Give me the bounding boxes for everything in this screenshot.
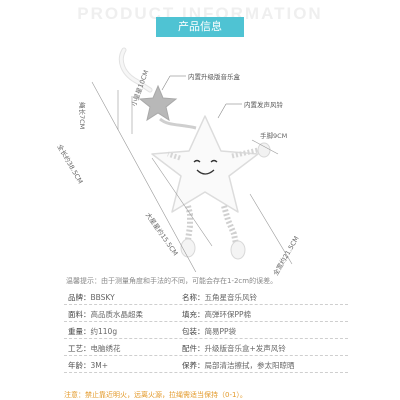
spec-row: 工艺：电脑绣花 配件：升级版音乐盒+发声风铃 [64,339,348,356]
spec-value-age: 3M+ [90,361,109,370]
spec-value-craft: 电脑绣花 [90,344,121,353]
right-leg [221,205,246,260]
spec-row: 重量：约110g 包装：简易PP袋 [64,322,348,339]
spec-key-weight: 重量： [68,327,91,336]
product-illustration: 内置升级版音乐盒 内置发声风铃 绳长7CM 小星星10CM 全长约38.5CM … [0,44,400,277]
spec-value-brand: BBSKY [90,293,115,302]
spec-key-brand: 品牌： [68,293,91,302]
dim-hand-length: 手脚9CM [260,132,288,140]
left-leg [180,205,196,258]
spec-key-filling: 填充： [182,310,205,319]
spec-key-fabric: 面料： [68,310,91,319]
section-header: PRODUCT INFORMATION 产品信息 [0,0,400,44]
spec-key-name: 名称： [182,293,205,302]
measurement-note: 温馨提示：由于测量角度和手法的不同，可能会存在1-2cm的误差。 [66,277,278,285]
big-star-shape [151,115,259,213]
spec-key-care: 保养： [182,361,205,370]
callout-music-box: 内置升级版音乐盒 [188,73,240,81]
spec-value-care: 局部清洁擦拭，参太阳晾晒 [204,361,295,370]
callout-wind-chime: 内置发声风铃 [244,101,283,109]
spec-row: 品牌：BBSKY 名称：五角星音乐风铃 [64,288,348,305]
dim-strap-length: 绳长7CM [78,102,86,130]
spec-row: 面料：高品质水晶超柔 填充：高弹环保PP棉 [64,305,348,322]
spec-value-fabric: 高品质水晶超柔 [90,310,144,319]
spec-value-packaging: 简易PP袋 [204,327,237,336]
spec-value-filling: 高弹环保PP棉 [204,310,252,319]
star-toy-drawing [91,47,293,272]
spec-key-age: 年龄： [68,361,91,370]
spec-value-weight: 约110g [90,327,118,336]
spec-value-accessories: 升级版音乐盒+发声风铃 [204,344,286,353]
spec-row: 年龄：3M+ 保养：局部清洁擦拭，参太阳晾晒 [64,356,348,373]
small-star-shape [138,84,178,122]
spec-key-accessories: 配件： [182,344,205,353]
spec-key-packaging: 包装： [182,327,205,336]
spec-table: 品牌：BBSKY 名称：五角星音乐风铃 面料：高品质水晶超柔 填充：高弹环保PP… [64,288,348,373]
header-watermark: PRODUCT INFORMATION [77,4,323,23]
safety-warning: 注意：禁止靠近明火，远离火源，拉绳需适当保持（0-1）。 [64,391,247,399]
section-title-tag: 产品信息 [156,17,244,37]
spec-key-craft: 工艺： [68,344,91,353]
spec-value-name: 五角星音乐风铃 [204,293,258,302]
